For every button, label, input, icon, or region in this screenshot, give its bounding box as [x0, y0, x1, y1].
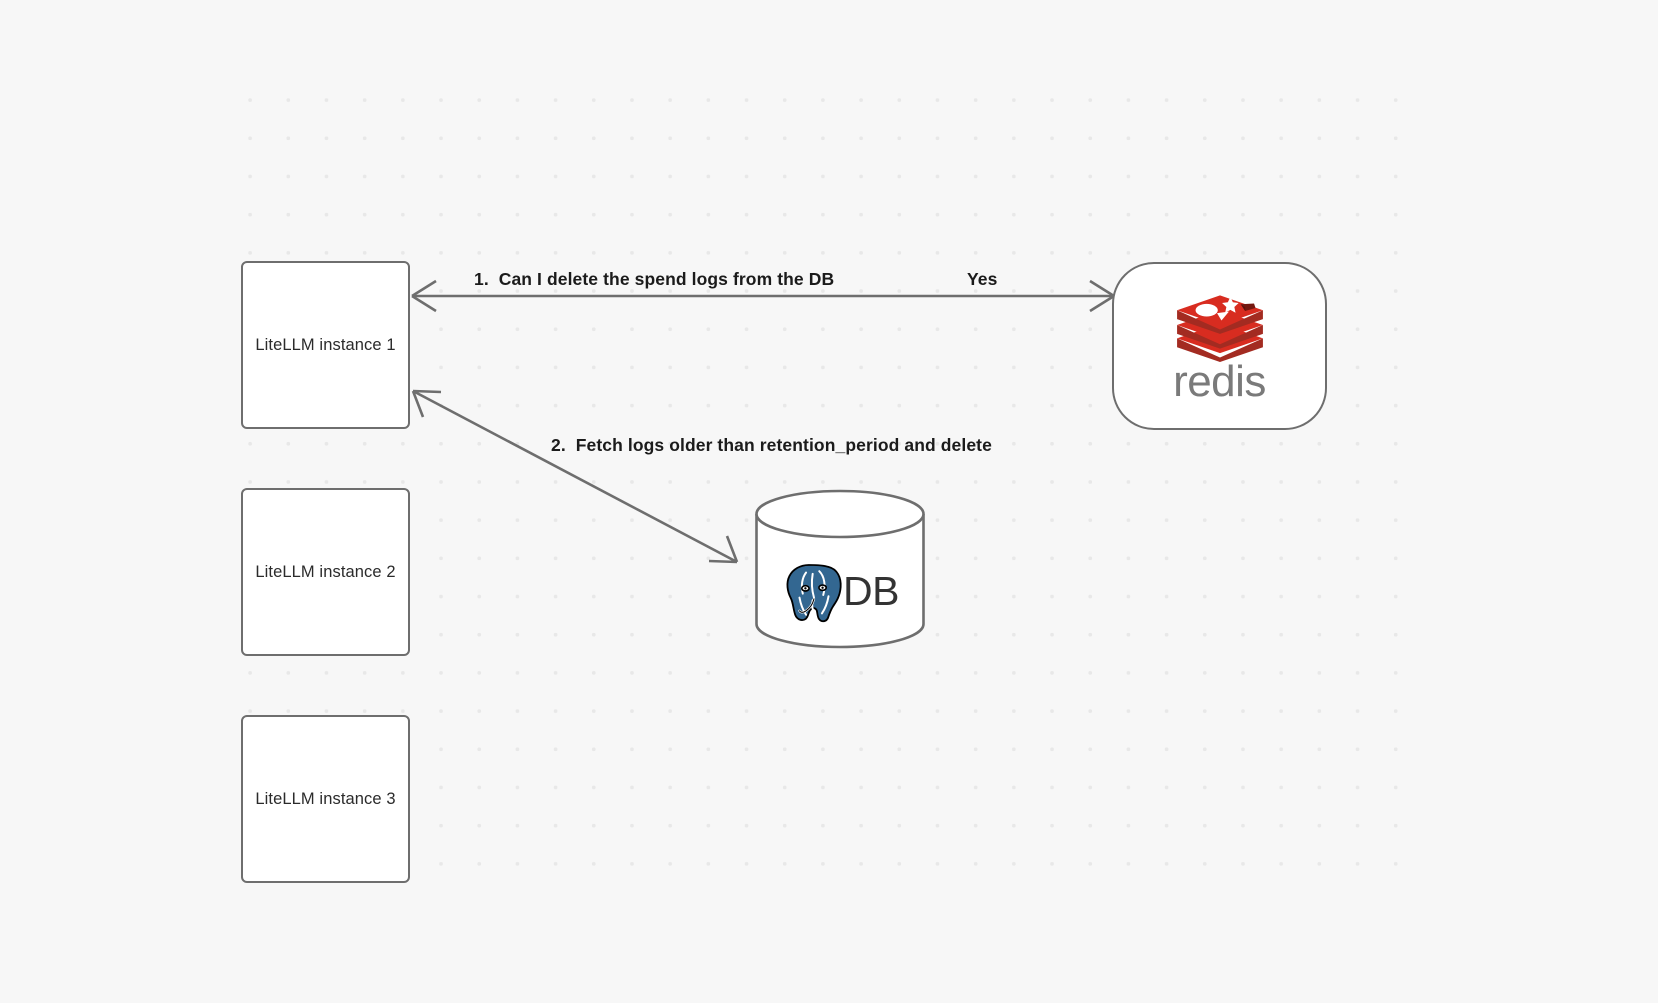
node-litellm-instance-2[interactable]: LiteLLM instance 2 — [241, 488, 410, 656]
postgresql-elephant-icon — [786, 564, 842, 623]
node-database[interactable]: DB — [754, 489, 926, 649]
edge-label-step-2: 2. Fetch logs older than retention_perio… — [551, 435, 992, 455]
node-litellm-instance-1-label: LiteLLM instance 1 — [255, 335, 396, 354]
node-litellm-instance-2-label: LiteLLM instance 2 — [255, 562, 396, 581]
database-label: DB — [843, 567, 899, 614]
node-litellm-instance-1[interactable]: LiteLLM instance 1 — [241, 261, 410, 429]
redis-wordmark: redis — [1173, 357, 1266, 406]
node-litellm-instance-3[interactable]: LiteLLM instance 3 — [241, 715, 410, 883]
edge-litellm1-db — [411, 389, 739, 564]
edge-label-step-1-request: 1. Can I delete the spend logs from the … — [474, 269, 835, 289]
edge-label-step-1-response: Yes — [967, 269, 998, 289]
node-redis[interactable]: redis — [1112, 262, 1327, 430]
redis-logo-icon — [1176, 295, 1263, 362]
database-logo-row: DB — [754, 533, 926, 649]
node-litellm-instance-3-label: LiteLLM instance 3 — [255, 789, 396, 808]
